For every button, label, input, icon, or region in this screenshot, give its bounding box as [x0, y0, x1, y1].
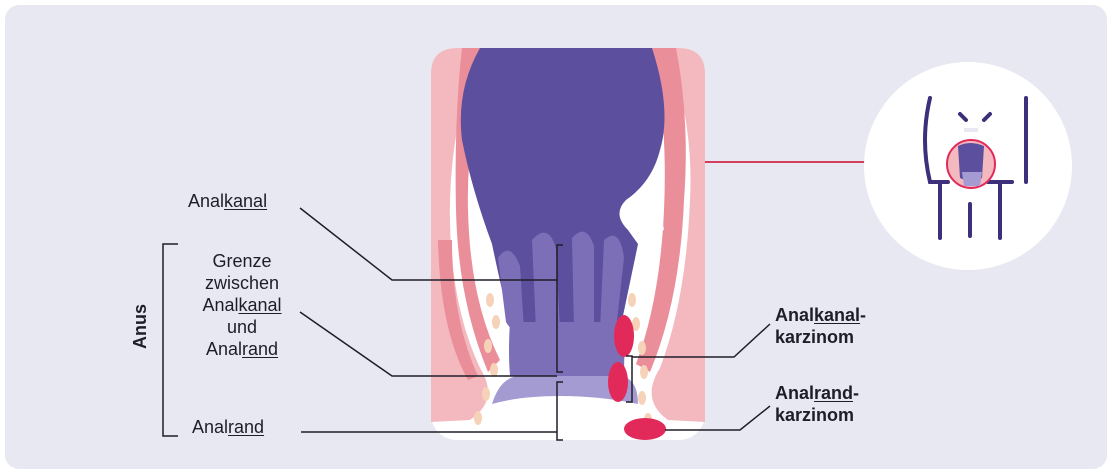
label-anus: Anus: [130, 304, 151, 349]
transition-zone: [509, 322, 626, 376]
label-analrand: Analrand: [192, 416, 264, 438]
inset-canal: [962, 172, 982, 186]
anus-bracket: [163, 244, 178, 436]
label-analkanal-karzinom: Analkanal- karzinom: [775, 304, 866, 348]
label-analrand-karzinom: Analrand- karzinom: [775, 382, 859, 426]
analrand-tumor: [624, 418, 666, 440]
inset-joint-marks: [964, 128, 978, 132]
label-analkanal: Analkanal: [188, 190, 267, 212]
analkanal-tumor-upper: [614, 315, 634, 357]
analkanal-tumor-lower: [608, 362, 628, 402]
label-grenze: Grenze zwischen Analkanal und Analrand: [190, 250, 294, 360]
